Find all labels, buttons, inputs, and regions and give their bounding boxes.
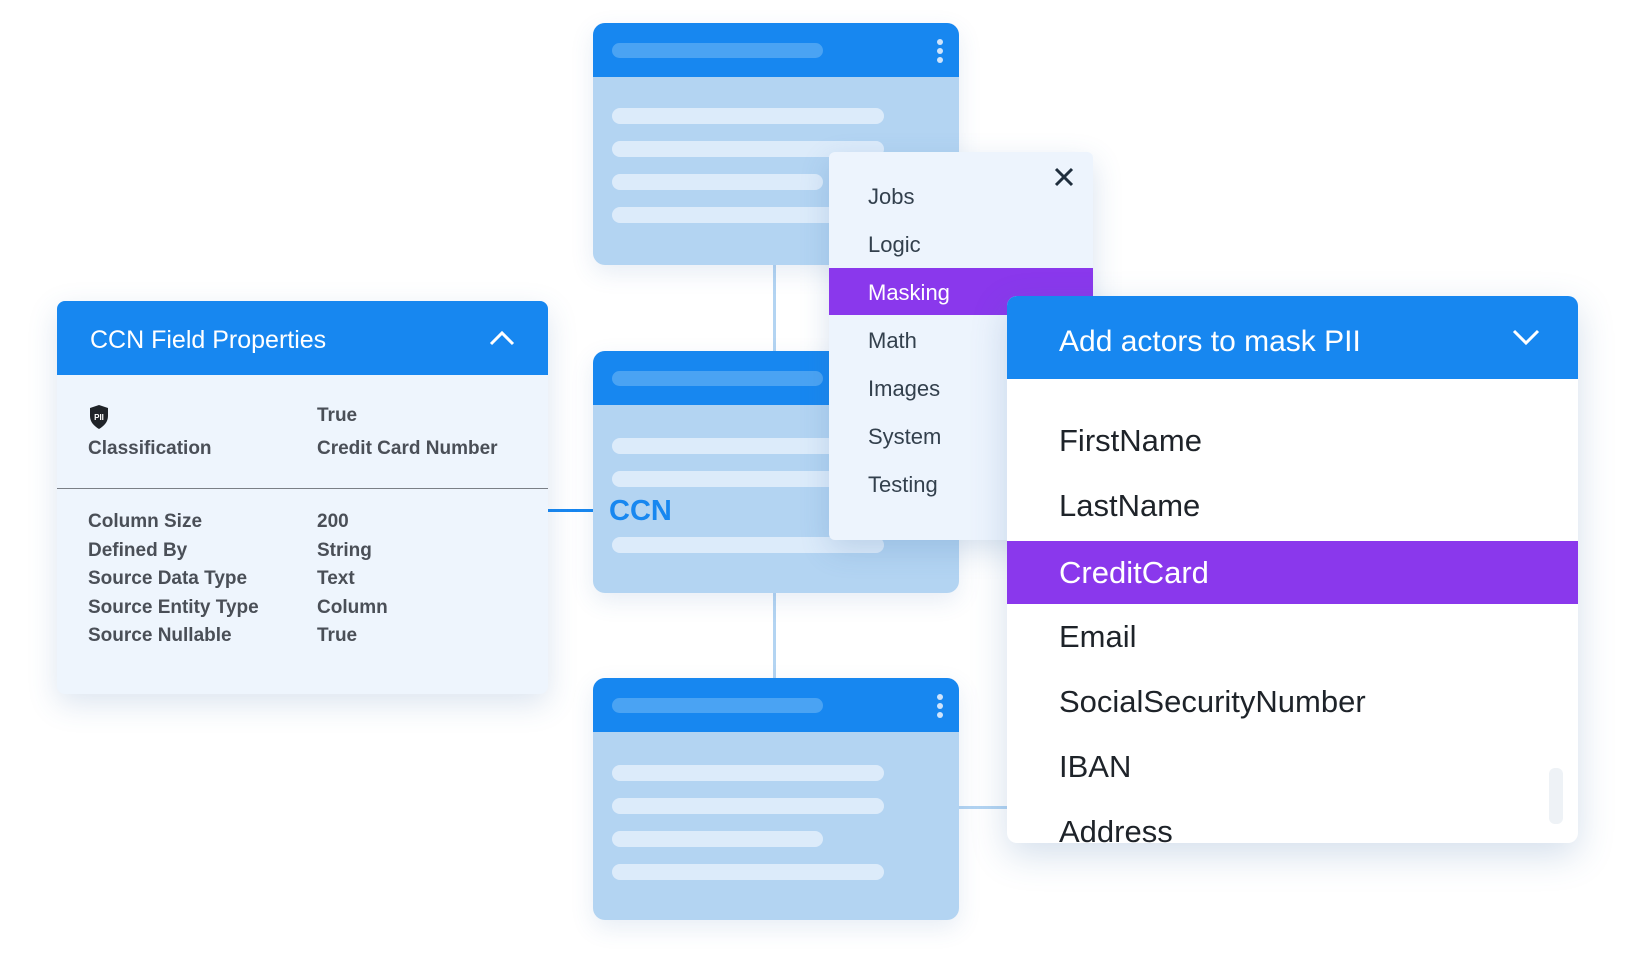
close-icon[interactable] bbox=[1051, 164, 1077, 190]
actor-dropdown: Add actors to mask PII FirstName LastNam… bbox=[1007, 296, 1578, 843]
menu-item-label: Masking bbox=[868, 280, 950, 305]
more-options-icon[interactable] bbox=[936, 39, 944, 66]
property-label: Column Size bbox=[88, 511, 203, 532]
property-label: Source Entity Type bbox=[88, 597, 259, 618]
menu-item-label: System bbox=[868, 424, 942, 449]
menu-item-math[interactable]: Math bbox=[829, 316, 1093, 363]
menu-item-label: Images bbox=[868, 376, 941, 401]
property-label: Source Data Type bbox=[88, 568, 248, 589]
node-title-placeholder bbox=[612, 371, 823, 386]
ccn-connector-line bbox=[548, 509, 605, 512]
menu-item-label: Math bbox=[868, 328, 917, 353]
actor-option-label: Email bbox=[1059, 619, 1137, 654]
content-placeholder bbox=[612, 864, 884, 880]
pii-badge-text: PII bbox=[94, 413, 104, 422]
actor-option-iban[interactable]: IBAN bbox=[1007, 735, 1578, 798]
actor-option-address[interactable]: Address bbox=[1007, 800, 1578, 843]
node-header bbox=[593, 678, 959, 732]
scrollbar-thumb[interactable] bbox=[1549, 768, 1563, 824]
menu-item-label: Testing bbox=[868, 472, 938, 497]
menu-item-testing[interactable]: Testing bbox=[829, 460, 1093, 507]
actor-option-label: IBAN bbox=[1059, 749, 1132, 784]
content-placeholder bbox=[612, 174, 823, 190]
actor-option-label: SocialSecurityNumber bbox=[1059, 684, 1366, 719]
panel-header[interactable]: CCN Field Properties bbox=[57, 301, 548, 375]
property-value: True bbox=[317, 625, 358, 646]
content-placeholder bbox=[612, 537, 884, 553]
classification-label: Classification bbox=[88, 438, 212, 459]
chevron-up-icon[interactable] bbox=[489, 329, 515, 347]
property-label: Source Nullable bbox=[88, 625, 232, 646]
property-value: 200 bbox=[317, 511, 349, 532]
property-value: String bbox=[317, 540, 372, 561]
actor-option-label: Address bbox=[1059, 814, 1173, 843]
panel-title: CCN Field Properties bbox=[90, 326, 327, 354]
node-title-placeholder bbox=[612, 43, 823, 58]
menu-item-label: Jobs bbox=[868, 184, 915, 209]
ccn-connector-label: CCN bbox=[609, 495, 672, 527]
classification-flag: True bbox=[317, 405, 358, 426]
actor-option-lastname[interactable]: LastName bbox=[1007, 474, 1578, 537]
menu-item-logic[interactable]: Logic bbox=[829, 220, 1093, 267]
more-options-icon[interactable] bbox=[936, 694, 944, 721]
field-properties-panel: CCN Field Properties PII True Classifica… bbox=[57, 301, 548, 694]
actor-option-creditcard[interactable]: CreditCard bbox=[1007, 541, 1578, 604]
content-placeholder bbox=[612, 471, 884, 487]
actor-option-label: FirstName bbox=[1059, 423, 1202, 458]
content-placeholder bbox=[612, 765, 884, 781]
dropdown-title: Add actors to mask PII bbox=[1059, 325, 1361, 358]
actor-option-firstname[interactable]: FirstName bbox=[1007, 409, 1578, 472]
chevron-down-icon[interactable] bbox=[1512, 328, 1540, 346]
actor-option-email[interactable]: Email bbox=[1007, 605, 1578, 668]
actor-option-socialsecuritynumber[interactable]: SocialSecurityNumber bbox=[1007, 670, 1578, 733]
classification-value: Credit Card Number bbox=[317, 438, 498, 459]
menu-item-jobs[interactable]: Jobs bbox=[829, 172, 1093, 219]
menu-item-system[interactable]: System bbox=[829, 412, 1093, 459]
shield-pii-icon: PII bbox=[90, 405, 108, 429]
flow-node[interactable] bbox=[593, 678, 959, 920]
connector-line bbox=[955, 806, 1015, 809]
content-placeholder bbox=[612, 798, 884, 814]
actor-option-label: LastName bbox=[1059, 488, 1201, 523]
property-label: Defined By bbox=[88, 540, 188, 561]
content-placeholder bbox=[612, 108, 884, 124]
node-title-placeholder bbox=[612, 698, 823, 713]
content-placeholder bbox=[612, 141, 884, 157]
content-placeholder bbox=[612, 831, 823, 847]
dropdown-header[interactable]: Add actors to mask PII bbox=[1007, 296, 1578, 379]
menu-item-images[interactable]: Images bbox=[829, 364, 1093, 411]
node-header bbox=[593, 23, 959, 77]
menu-item-label: Logic bbox=[868, 232, 921, 257]
property-value: Column bbox=[317, 597, 388, 618]
connector-line bbox=[773, 262, 776, 352]
property-value: Text bbox=[317, 568, 355, 589]
divider bbox=[57, 488, 548, 489]
content-placeholder bbox=[612, 438, 884, 454]
content-placeholder bbox=[612, 207, 884, 223]
connector-line bbox=[773, 590, 776, 678]
actor-option-label: CreditCard bbox=[1059, 555, 1209, 590]
